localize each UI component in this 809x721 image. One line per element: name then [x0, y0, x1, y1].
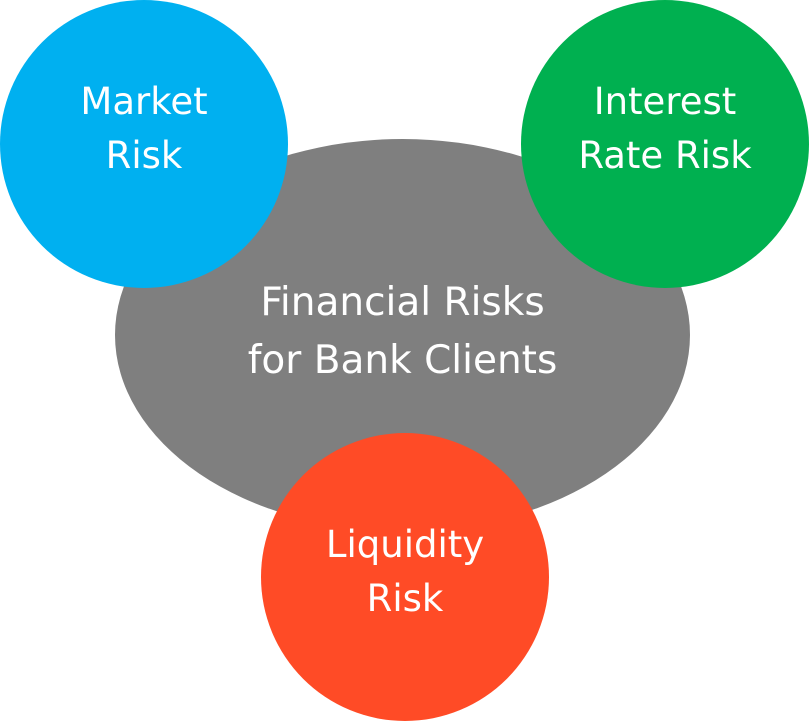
market-risk-line2: Risk: [105, 134, 183, 177]
liquidity-risk-line2: Risk: [366, 577, 444, 620]
liquidity-risk-label: Liquidity Risk: [326, 518, 484, 626]
interest-rate-risk-label: Interest Rate Risk: [578, 75, 751, 183]
center-label-line1: Financial Risks: [260, 280, 545, 325]
liquidity-risk-circle: Liquidity Risk: [261, 433, 549, 721]
interest-rate-risk-line2: Rate Risk: [578, 134, 752, 177]
liquidity-risk-line1: Liquidity: [325, 523, 485, 566]
market-risk-line1: Market: [80, 80, 208, 123]
market-risk-circle: Market Risk: [0, 0, 288, 288]
interest-rate-risk-line1: Interest: [593, 80, 737, 123]
interest-rate-risk-circle: Interest Rate Risk: [521, 0, 809, 288]
center-label: Financial Risks for Bank Clients: [115, 274, 690, 390]
center-label-line2: for Bank Clients: [247, 338, 558, 383]
market-risk-label: Market Risk: [80, 75, 207, 183]
